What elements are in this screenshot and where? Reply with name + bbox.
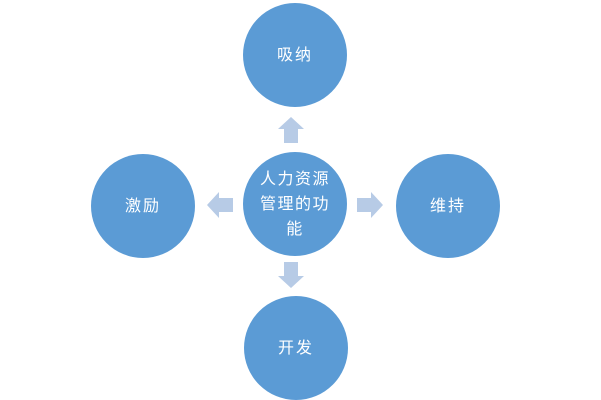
- node-absorb-label: 吸纳: [276, 46, 313, 64]
- node-motivate: 激励: [91, 154, 195, 258]
- node-develop: 开发: [244, 296, 348, 400]
- up-arrow-icon: [278, 117, 304, 143]
- down-arrow-icon: [278, 262, 304, 288]
- left-arrow-shape: [207, 192, 233, 218]
- up-arrow-shape: [278, 117, 304, 143]
- center-label-line-2: 管理的功: [259, 195, 330, 213]
- right-arrow-icon: [357, 192, 383, 218]
- node-motivate-label: 激励: [124, 197, 161, 215]
- node-maintain-label: 维持: [429, 197, 466, 215]
- node-center-hr-functions: 人力资源 管理的功 能: [243, 152, 347, 256]
- node-absorb: 吸纳: [243, 3, 347, 107]
- right-arrow-shape: [357, 192, 383, 218]
- center-label-line-1: 人力资源: [259, 170, 330, 188]
- node-center-label: 人力资源 管理的功 能: [260, 167, 330, 242]
- left-arrow-icon: [207, 192, 233, 218]
- down-arrow-shape: [278, 262, 304, 288]
- center-label-line-3: 能: [286, 220, 304, 238]
- node-develop-label: 开发: [277, 339, 314, 357]
- node-maintain: 维持: [396, 154, 500, 258]
